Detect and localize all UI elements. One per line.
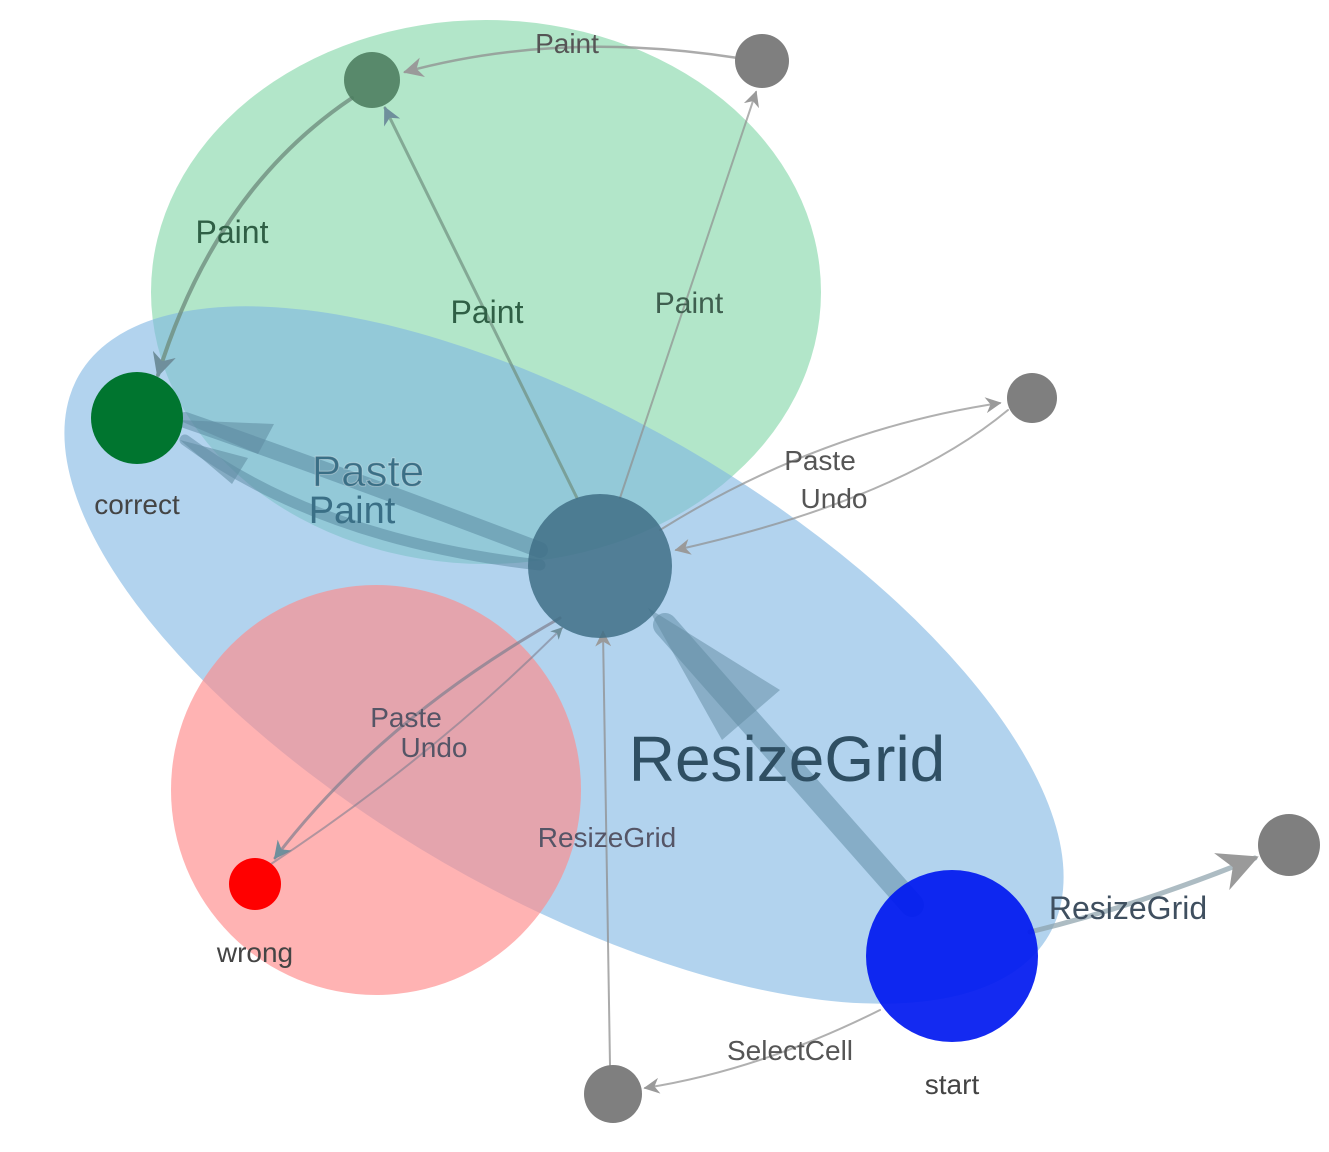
label-undo-right: Undo [801,483,868,514]
label-paint-mid: Paint [451,294,524,330]
label-selectcell: SelectCell [727,1035,853,1066]
edge-undo-low [264,627,563,869]
label-paint-right: Paint [655,287,724,320]
label-resize-big: ResizeGrid [629,723,946,795]
label-paste-big: Paste [312,447,425,496]
label-resize-right: ResizeGrid [1049,890,1207,926]
label-paint-left: Paint [196,214,269,250]
edge-paint-mid [383,106,579,500]
edge-arrow-resize-big [648,608,780,740]
edge-arrow-paint-thick [180,440,248,484]
label-paste-right: Paste [784,445,856,476]
label-paste-low: Paste [370,702,442,733]
edge-selectcell [643,1009,881,1094]
label-correct: correct [94,489,180,520]
label-resize-small: ResizeGrid [538,822,676,853]
edges [152,45,1259,1094]
node-start[interactable] [866,870,1038,1042]
node-bottom[interactable] [584,1065,642,1123]
label-undo-low: Undo [401,732,468,763]
edge-paste-right [659,397,1002,531]
node-labels: correct wrong start [94,489,979,1100]
edge-undo-right [674,409,1009,555]
node-hub[interactable] [528,494,672,638]
node-far-right[interactable] [1258,814,1320,876]
nodes [91,34,1320,1123]
edge-paint-left [152,96,354,378]
label-paint-big: Paint [309,490,396,532]
node-wrong[interactable] [229,858,281,910]
edge-arrow-paste-thick [178,420,274,454]
node-top-right[interactable] [735,34,789,88]
edge-paint-top [403,45,740,77]
edge-resize-small [595,630,612,1066]
label-start: start [925,1069,980,1100]
edge-paint-right [619,90,760,499]
edge-paste-low [273,616,562,860]
edge-resize-right [1027,853,1259,935]
label-wrong: wrong [216,937,293,968]
label-paint-top: Paint [535,28,599,59]
edge-labels: Paint Paint Paint Paint Paste Paint Past… [196,28,1208,1066]
cluster-blue [64,306,1064,1004]
node-paint[interactable] [344,52,400,108]
node-correct[interactable] [91,372,183,464]
clusters [64,20,1064,1004]
node-right[interactable] [1007,373,1057,423]
